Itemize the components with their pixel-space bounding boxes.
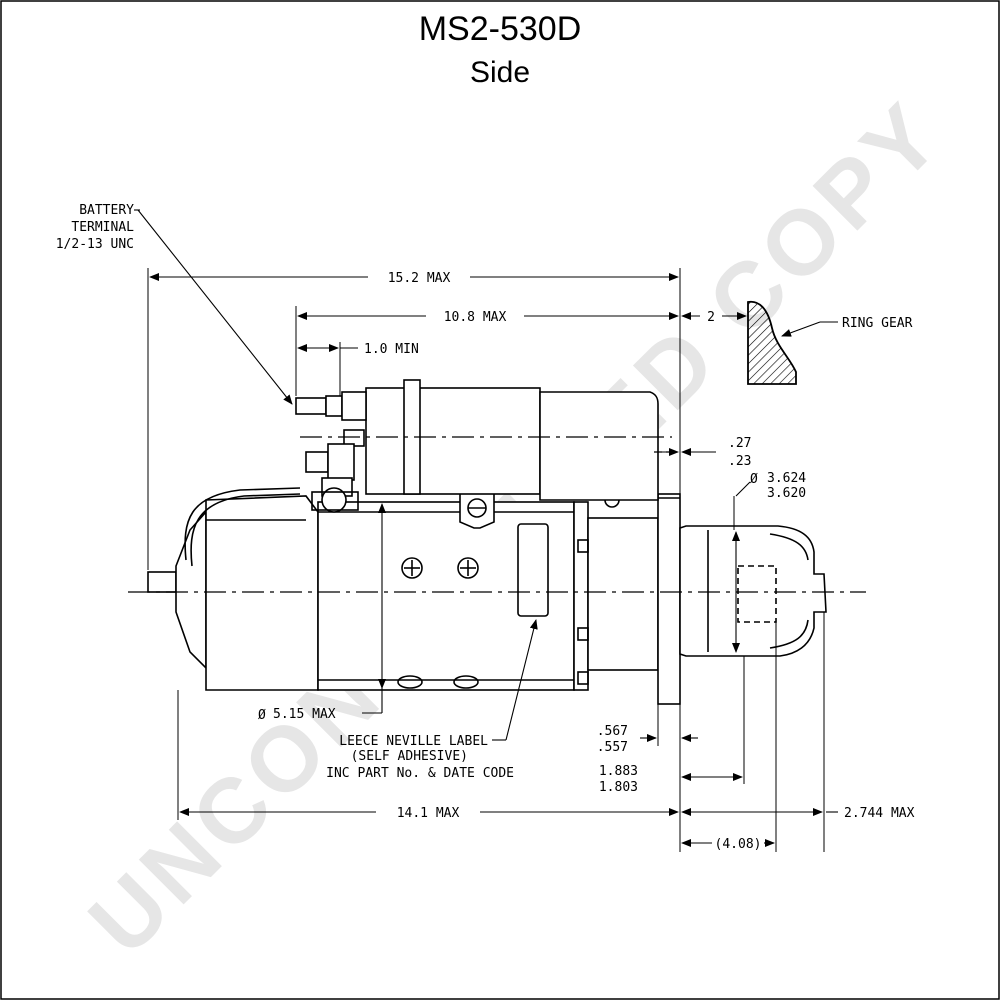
annotation-text: BATTERY TERMINAL 1/2-13 UNC 15.2 MAX 10.… xyxy=(56,203,915,852)
dim-ref-len: (4.08) xyxy=(715,837,762,852)
starter-outline xyxy=(147,481,827,705)
shaft-end xyxy=(147,571,177,593)
diameter-symbol-pilot: Ø xyxy=(750,472,758,487)
solenoid-body xyxy=(365,387,541,495)
extension-lines xyxy=(147,268,825,852)
label-note-2: (SELF ADHESIVE) xyxy=(351,749,468,764)
battery-terminal-stud xyxy=(295,397,327,415)
dim-solenoid-max: 10.8 MAX xyxy=(444,310,507,325)
dim-mount-b-lo: 1.803 xyxy=(599,780,638,795)
end-cap xyxy=(175,509,207,670)
solenoid xyxy=(295,379,659,513)
dim-terminal-min: 1.0 MIN xyxy=(364,342,419,357)
drive-nose xyxy=(679,525,827,657)
dim-body-len: 14.1 MAX xyxy=(397,806,460,821)
dim-mount-b-hi: 1.883 xyxy=(599,764,638,779)
centre-lines xyxy=(128,436,866,593)
motor-frame xyxy=(205,495,319,691)
dim-pilot-dia-hi: 3.624 xyxy=(767,471,806,486)
label-note-1: LEECE NEVILLE LABEL xyxy=(339,734,488,749)
dim-mount-a-lo: .557 xyxy=(597,740,628,755)
label-note-3: INC PART No. & DATE CODE xyxy=(326,766,514,781)
dimension-lines xyxy=(134,209,838,847)
drawing-subtitle: Side xyxy=(469,56,531,89)
dim-overall-max: 15.2 MAX xyxy=(388,271,451,286)
dim-nose-len: 2.744 MAX xyxy=(844,806,915,821)
screw-2 xyxy=(457,557,479,579)
screw-1 xyxy=(401,557,423,579)
battery-terminal-label-1: BATTERY xyxy=(79,203,134,218)
dim-pilot-dia-lo: 3.620 xyxy=(767,486,806,501)
drive-housing xyxy=(587,517,659,671)
mounting-flange xyxy=(657,493,681,705)
dim-mount-a-hi: .567 xyxy=(597,724,628,739)
battery-terminal-label-3: 1/2-13 UNC xyxy=(56,237,134,252)
diameter-symbol-body: Ø xyxy=(258,708,266,723)
label-area xyxy=(517,523,549,617)
dim-gear-gap: 2 xyxy=(707,310,715,325)
drawing-title: MS2-530D xyxy=(418,10,582,48)
dim-flange-thk-lo: .23 xyxy=(728,454,751,469)
ring-gear-label: RING GEAR xyxy=(842,316,913,331)
battery-terminal-label-2: TERMINAL xyxy=(71,220,134,235)
dim-flange-thk-hi: .27 xyxy=(728,436,751,451)
dim-body-dia: 5.15 MAX xyxy=(273,707,336,722)
ring-gear xyxy=(747,300,797,385)
